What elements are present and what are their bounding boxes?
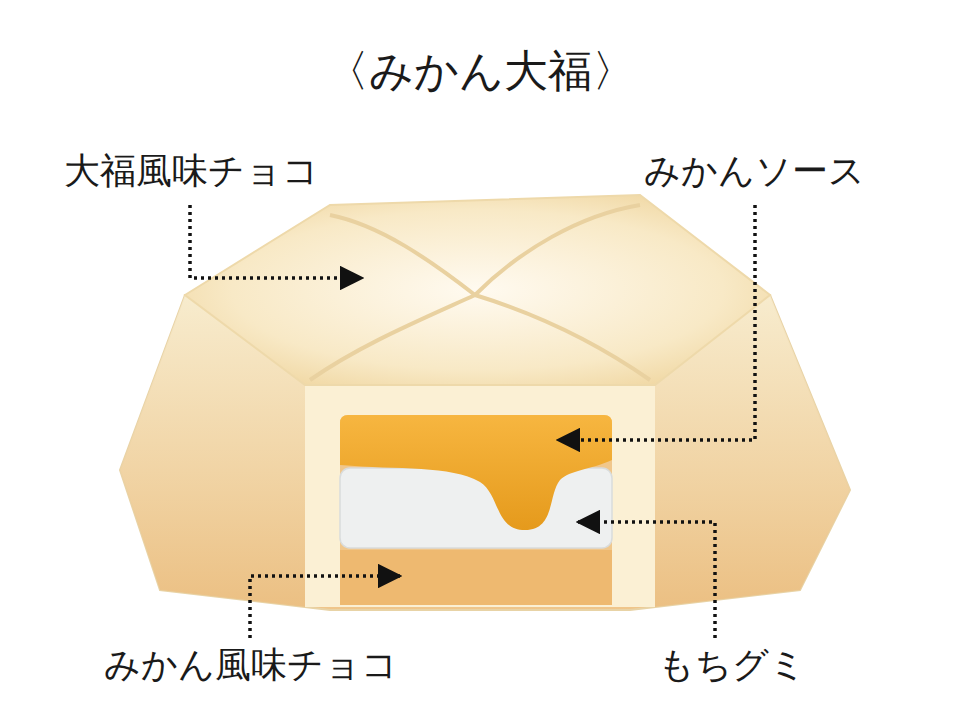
mochi-gummy (340, 468, 612, 548)
orange-sauce (340, 415, 612, 530)
part-label: みかんソース (644, 150, 865, 191)
diagram-title: 〈みかん大福〉 (325, 46, 636, 97)
front-face (305, 385, 655, 607)
part-label: みかん風味チョコ (104, 644, 398, 685)
cut-window (340, 415, 612, 605)
top-face (185, 195, 770, 385)
leader-line (578, 522, 715, 638)
part-label: 大福風味チョコ (64, 150, 319, 191)
top-groove (475, 295, 650, 380)
top-groove (330, 215, 475, 295)
leader-line (190, 205, 362, 278)
part-label: もちグミ (658, 644, 806, 685)
leader-line (250, 576, 400, 638)
leader-line (558, 205, 755, 440)
top-groove (310, 295, 475, 380)
orange-chocolate (340, 550, 612, 605)
top-groove (475, 205, 640, 295)
